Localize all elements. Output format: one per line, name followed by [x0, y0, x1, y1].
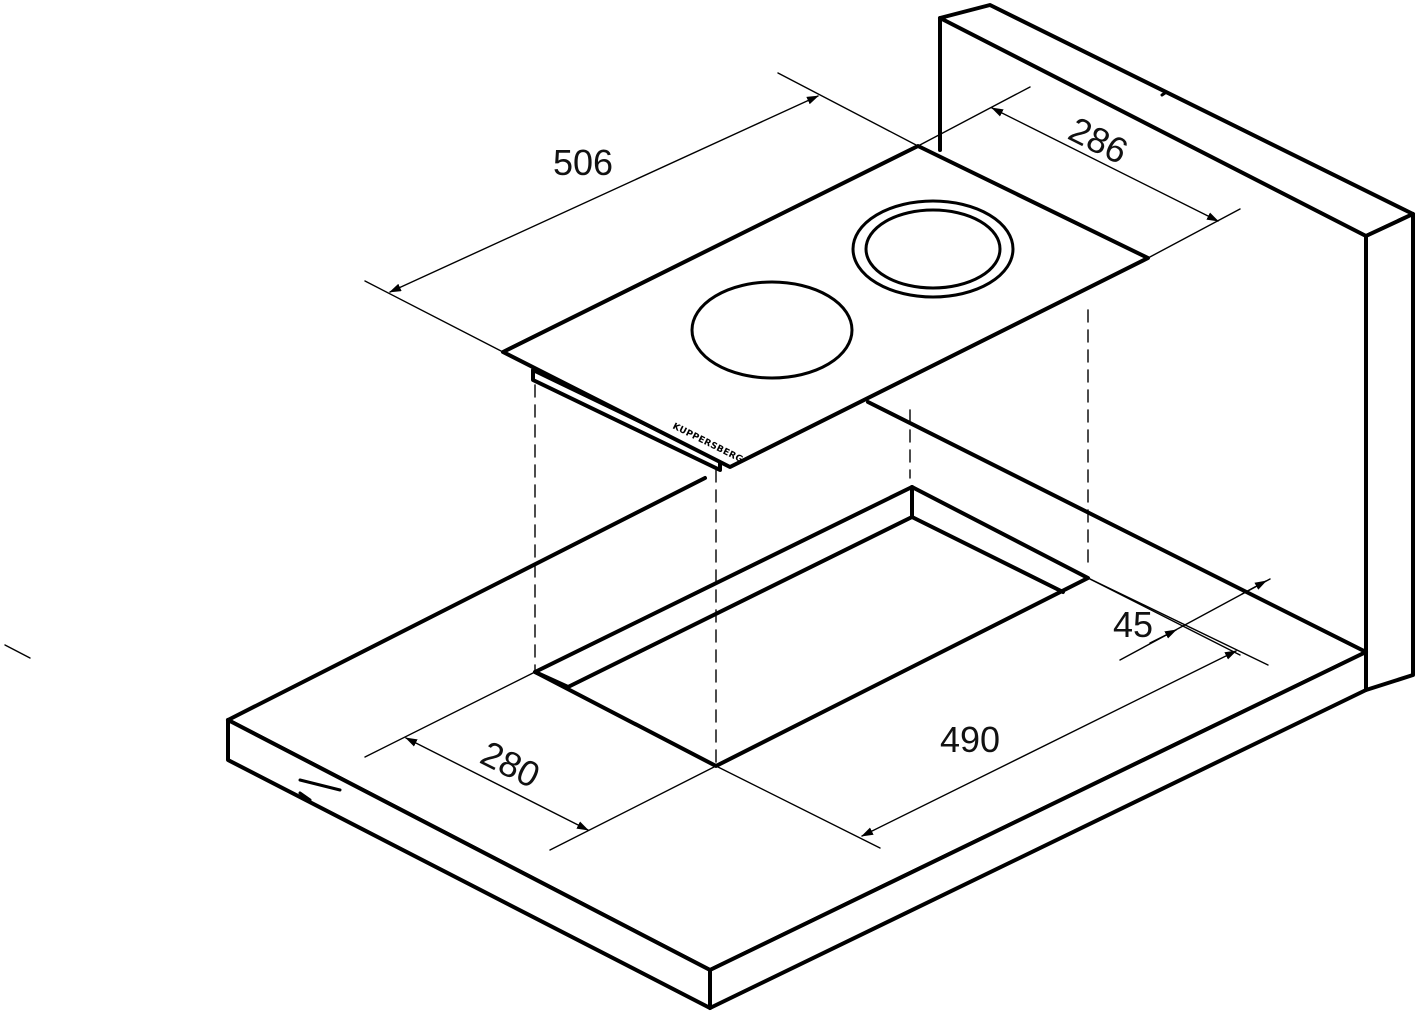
cutout-inner-wall-back: [910, 515, 1065, 594]
dimension-label-506: 506: [553, 142, 613, 183]
extension-line-506-left: [364, 280, 504, 353]
dimension-label-286: 286: [1062, 108, 1134, 172]
extension-line-490-left: [715, 765, 881, 849]
dimension-arrow-45-bottom: [1149, 629, 1177, 644]
wall-tick: [1160, 91, 1167, 97]
countertop-back-edge: [866, 400, 1368, 654]
countertop-front-face: [226, 718, 712, 1010]
dimension-label-280: 280: [474, 732, 546, 796]
dimension-label-490: 490: [940, 719, 1000, 760]
extension-line-506-right: [777, 72, 919, 147]
dimension-arrow-45-top: [1241, 580, 1267, 595]
dimension-line-286: [991, 107, 1219, 222]
burner-rear-zone-outer: [851, 199, 1015, 299]
cutout-inner-wall-left: [566, 485, 914, 689]
projection-lines: [534, 309, 1089, 767]
hob: KUPPERSBERG: [501, 144, 1150, 472]
dimension-490: 490: [715, 577, 1241, 849]
wall: [938, 3, 1415, 692]
cutout: [533, 485, 1090, 768]
burner-rear-zone-inner: [864, 208, 1002, 290]
countertop-base-notch-2: [298, 791, 312, 802]
countertop-left-top-edge: [226, 476, 707, 722]
dimension-line-506: [389, 95, 819, 293]
dimension-line-280: [405, 737, 589, 831]
dimension-506: 506: [364, 72, 919, 353]
cutout-corner-edge: [533, 670, 570, 689]
extension-line-490-right: [1087, 577, 1241, 656]
countertop-base-notch: [298, 778, 342, 792]
dimension-45: 45: [1087, 577, 1271, 666]
hob-glass-top: [501, 144, 1150, 469]
dimension-label-45: 45: [1113, 604, 1153, 645]
cutout-outline: [533, 485, 1090, 768]
extension-line-286-bottom: [1147, 208, 1241, 259]
countertop-side-face: [708, 650, 1368, 1010]
extension-line-286-top: [917, 86, 1031, 147]
extension-line-280-left: [364, 671, 536, 758]
dimension-line-490: [861, 650, 1237, 837]
countertop: [226, 400, 1368, 1010]
wall-side-face: [1364, 212, 1415, 692]
extension-line-280-right: [549, 765, 717, 851]
edge-mark: [4, 644, 31, 659]
